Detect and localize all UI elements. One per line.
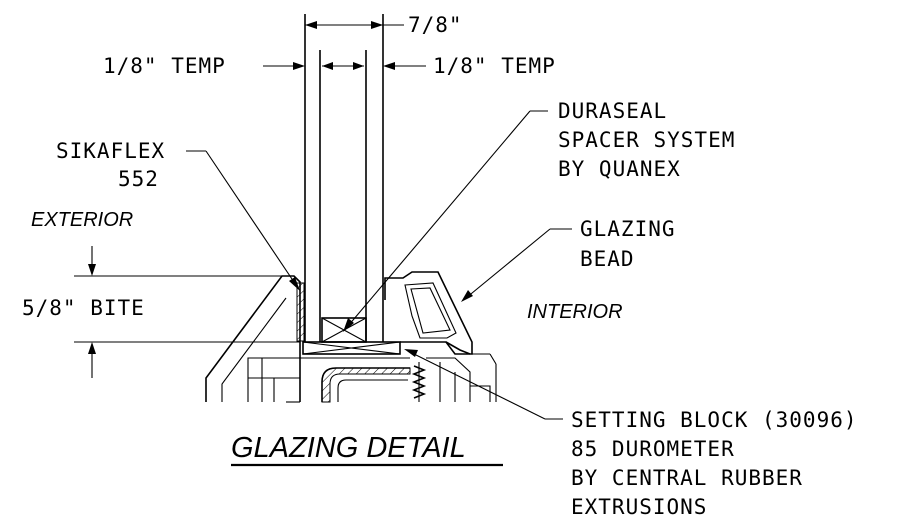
inner-lite-label: 1/8" TEMP [433,54,556,78]
glazing-bead-label-line-2: BEAD [580,247,635,271]
interior-label: INTERIOR [527,301,623,323]
setting-block-label-line-1: SETTING BLOCK (30096) [571,408,858,432]
overall-thickness-dimension: 7/8" [305,13,463,37]
setting-block [302,341,401,355]
spacer-label-line-2: SPACER SYSTEM [558,128,735,152]
bite-label: 5/8" BITE [22,296,145,320]
outer-lite-label: 1/8" TEMP [103,54,226,78]
sealant-label-line-1: SIKAFLEX [56,139,165,163]
drawing-title: GLAZING DETAIL [231,432,503,467]
setting-block-label-line-4: EXTRUSIONS [571,495,707,519]
glazing-bead-callout: GLAZING BEAD [461,217,676,302]
title-text: GLAZING DETAIL [231,432,466,464]
frame-profile [205,275,497,403]
bite-dimension: 5/8" BITE [22,246,300,378]
sealant-label-line-2: 552 [118,167,159,191]
spacer-callout: DURASEAL SPACER SYSTEM BY QUANEX [321,99,735,343]
exterior-label: EXTERIOR [31,209,133,231]
glazing-bead-profile [384,271,497,365]
overall-thickness-label: 7/8" [408,13,463,37]
lite-thickness-dimensions: 1/8" TEMP 1/8" TEMP [103,54,556,78]
setting-block-callout: SETTING BLOCK (30096) 85 DUROMETER BY CE… [404,349,858,519]
spacer-label-line-3: BY QUANEX [558,157,681,181]
glass-lites [304,14,384,342]
glazing-bead-label-line-1: GLAZING [580,217,676,241]
setting-block-label-line-3: BY CENTRAL RUBBER [571,466,803,490]
setting-block-label-line-2: 85 DUROMETER [571,437,735,461]
spacer-label-line-1: DURASEAL [558,99,667,123]
